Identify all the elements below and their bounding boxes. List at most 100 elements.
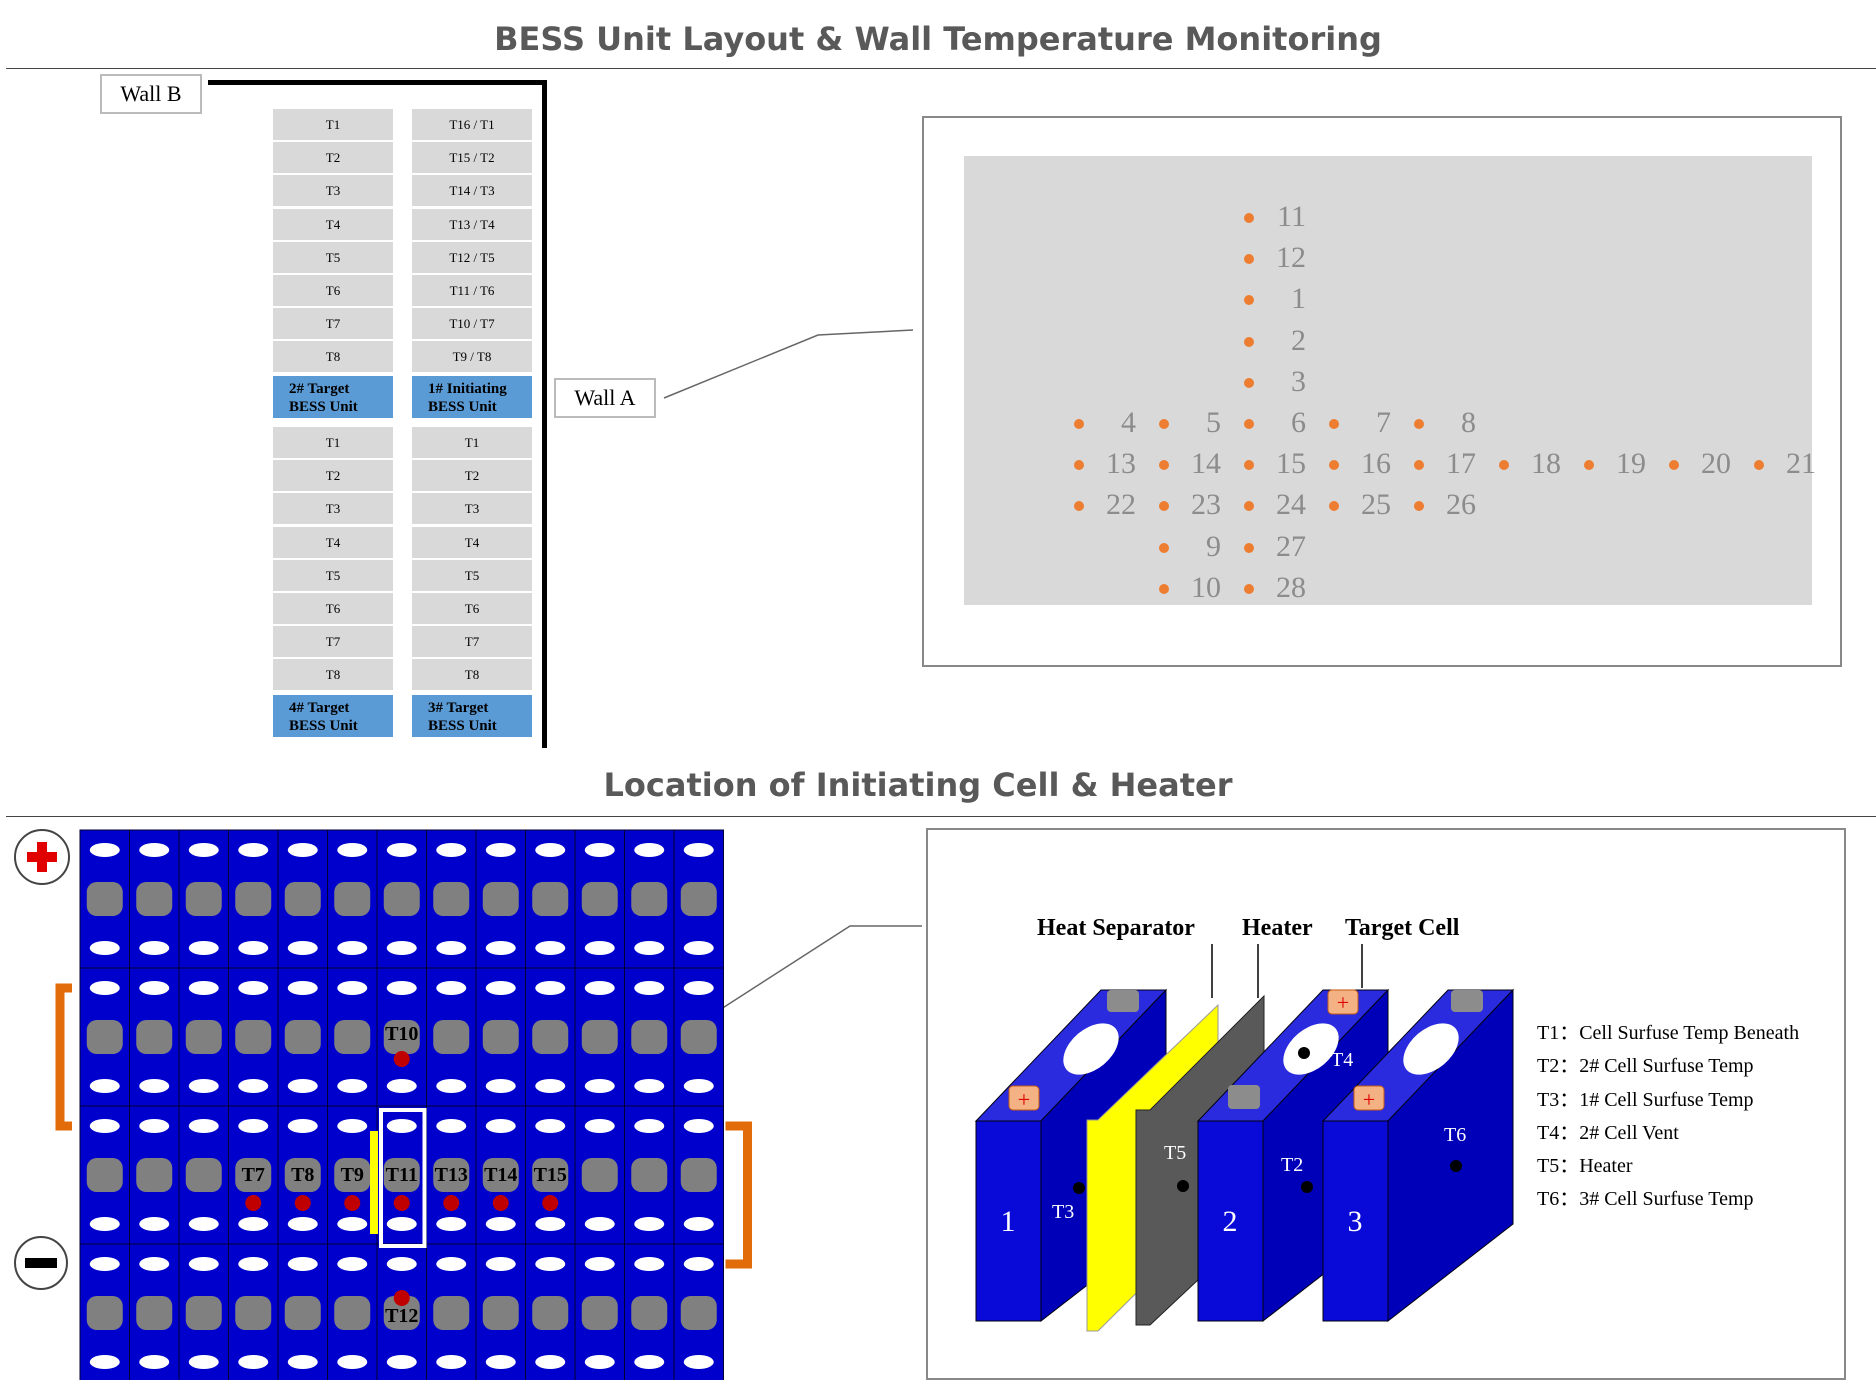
left-top-row: T5 xyxy=(273,241,393,275)
heater-strip xyxy=(370,1131,378,1234)
cell-vent xyxy=(482,1296,519,1330)
cell-bottom-terminal xyxy=(634,1355,665,1369)
cell-bottom-terminal xyxy=(386,1079,417,1093)
unit-4-target: 4# Target BESS Unit xyxy=(273,695,393,737)
sensor-label: T13 xyxy=(435,1164,468,1186)
cell-bottom-terminal xyxy=(139,1217,170,1231)
thermocouple-label: 14 xyxy=(1191,447,1221,481)
thermocouple-dot xyxy=(1159,542,1169,553)
cell-1-plus: + xyxy=(1018,1087,1030,1112)
initiating-cell-highlight xyxy=(379,1108,427,1248)
thermocouple-dot xyxy=(1244,254,1254,265)
cell-bottom-terminal xyxy=(485,1217,516,1231)
thermocouple-dot xyxy=(1244,542,1254,553)
cell-top-terminal xyxy=(584,1119,615,1133)
right-bottom-row: T1 xyxy=(412,427,532,460)
thermocouple-dot xyxy=(1074,419,1084,429)
cell-2-plus: + xyxy=(1337,990,1349,1015)
cell-top-terminal xyxy=(634,1119,665,1133)
sensor-dot xyxy=(492,1195,509,1211)
cell-vent xyxy=(284,1158,321,1192)
sensor-label: T7 xyxy=(242,1164,265,1186)
cell-bottom-terminal xyxy=(683,1217,714,1231)
wall-b-line xyxy=(208,80,547,85)
cell-vent xyxy=(680,1158,717,1192)
thermocouple-label: 7 xyxy=(1376,406,1391,439)
bottom-title: Location of Initiating Cell & Heater xyxy=(603,766,1233,804)
cell-top-terminal xyxy=(683,981,714,995)
thermocouple-dot xyxy=(1754,460,1764,471)
unit-2-line1: 2# Target xyxy=(289,381,350,397)
legend-t2: T2：2# Cell Surfuse Temp xyxy=(1537,1055,1754,1077)
right-bottom-row: T5 xyxy=(412,559,532,593)
cell-top-terminal xyxy=(238,981,269,995)
cell-top-terminal xyxy=(337,1257,368,1271)
right-top-row: T12 / T5 xyxy=(412,241,532,275)
thermocouple-label: 25 xyxy=(1361,488,1391,522)
cell-bottom-terminal xyxy=(584,941,615,955)
sensor-dot xyxy=(245,1195,262,1211)
legend: T1：Cell Surfuse Temp Beneath T2：2# Cell … xyxy=(1537,1022,1799,1210)
cell-top-terminal xyxy=(337,981,368,995)
thermocouple-label: 3 xyxy=(1291,364,1306,398)
cell-bottom-terminal xyxy=(238,941,269,955)
thermocouple-dot xyxy=(1414,501,1424,512)
cell-bottom-terminal xyxy=(188,941,219,955)
left-bottom-row: T8 xyxy=(273,659,393,693)
sensor-dot xyxy=(344,1195,361,1211)
thermocouple-dot xyxy=(1159,419,1169,429)
legend-t1: T1：Cell Surfuse Temp Beneath xyxy=(1537,1022,1799,1044)
cell-top-terminal xyxy=(139,981,170,995)
cell-top-terminal xyxy=(436,981,467,995)
cell-bottom-terminal xyxy=(287,1217,318,1231)
thermocouple-label: 20 xyxy=(1701,447,1731,481)
header-target-cell: Target Cell xyxy=(1345,915,1460,941)
cell-bottom-terminal xyxy=(436,1355,467,1369)
thermocouple-dot xyxy=(1159,501,1169,512)
cell-3-positive-post xyxy=(1353,1085,1385,1111)
cell-top-terminal xyxy=(535,1119,566,1133)
cell-vent xyxy=(136,1296,173,1330)
cell-bottom-terminal xyxy=(584,1355,615,1369)
thermocouple-label: 19 xyxy=(1616,447,1646,481)
cell-bottom-terminal xyxy=(139,1079,170,1093)
sensor-label: T11 xyxy=(386,1164,418,1186)
t5-dot xyxy=(1177,1180,1189,1192)
left-top-row: T8 xyxy=(273,341,393,375)
busbar-right xyxy=(725,1121,752,1269)
cell-top-terminal xyxy=(485,981,516,995)
thermocouple-label: 13 xyxy=(1106,447,1136,481)
cell-vent xyxy=(284,1020,321,1054)
cell-bottom-terminal xyxy=(535,1355,566,1369)
cell-vent xyxy=(631,1020,668,1054)
left-bottom-row: T7 xyxy=(273,626,393,660)
cell-bottom-terminal xyxy=(238,1355,269,1369)
thermocouple-dot xyxy=(1244,460,1254,471)
t3-label: T3 xyxy=(1052,1201,1074,1223)
cell-bottom-terminal xyxy=(287,1355,318,1369)
left-top-row: T1 xyxy=(273,109,393,142)
thermocouple-label: 18 xyxy=(1531,447,1561,481)
cell-bottom-terminal xyxy=(188,1217,219,1231)
cell-top-terminal xyxy=(139,843,170,857)
thermocouple-dot xyxy=(1244,419,1254,429)
cell-vent xyxy=(86,1296,123,1330)
unit-3-line2: BESS Unit xyxy=(428,718,497,734)
cell-1-vent xyxy=(1063,1023,1119,1075)
cell-vent xyxy=(383,1158,420,1192)
thermocouple-label: 24 xyxy=(1276,488,1306,522)
legend-t3: T3：1# Cell Surfuse Temp xyxy=(1537,1089,1754,1111)
thermocouple-label: 27 xyxy=(1276,529,1306,563)
cell-top-terminal xyxy=(188,1257,219,1271)
cell-vent xyxy=(136,1158,173,1192)
cell-bottom-terminal xyxy=(436,1217,467,1231)
cell-bottom-terminal xyxy=(485,1355,516,1369)
thermocouple-dot xyxy=(1414,460,1424,471)
right-top-row: T16 / T1 xyxy=(412,109,532,142)
unit-1-line2: BESS Unit xyxy=(428,399,497,415)
cell-vent xyxy=(581,1296,618,1330)
busbar-left xyxy=(55,983,72,1131)
sensor-label: T8 xyxy=(291,1164,314,1186)
left-top-row: T4 xyxy=(273,208,393,242)
right-top-row: T13 / T4 xyxy=(412,208,532,242)
